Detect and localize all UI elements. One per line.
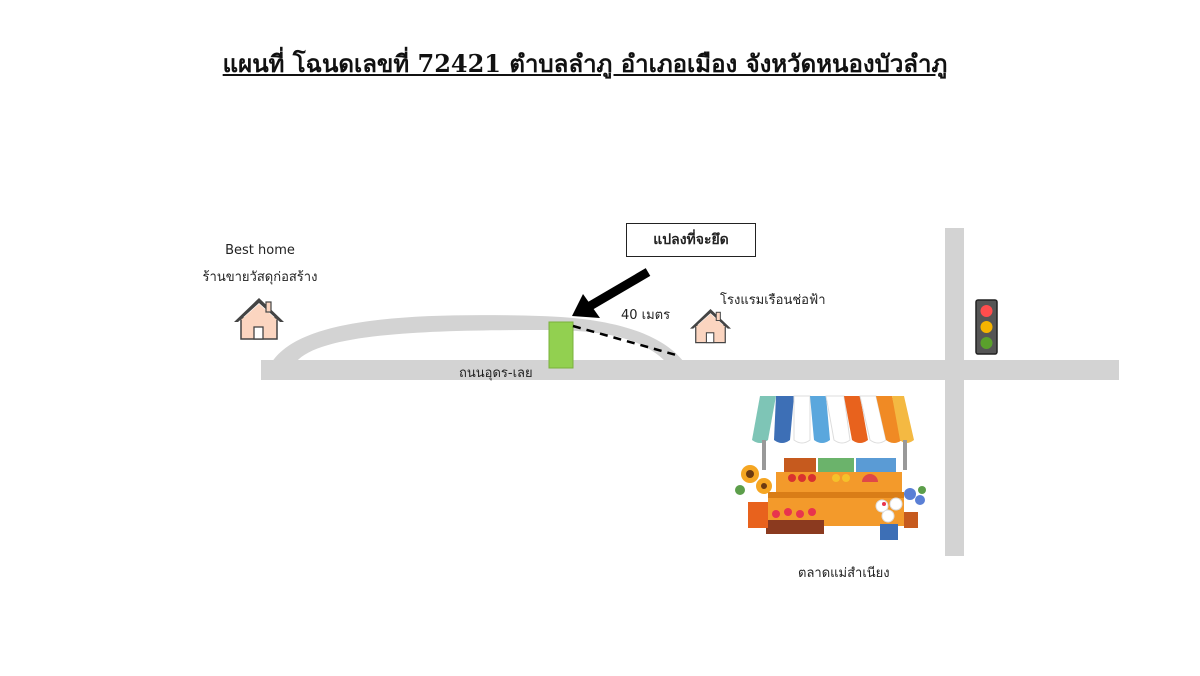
traffic-light-icon bbox=[975, 299, 998, 355]
main-road bbox=[261, 360, 1119, 380]
plot-callout: แปลงที่จะยึด bbox=[626, 223, 756, 257]
frontage-road bbox=[272, 315, 684, 362]
market-stall-icon bbox=[735, 395, 926, 540]
hotel-label: โรงแรมเรือนช่อฟ้า bbox=[720, 293, 826, 308]
distance-label: 40 เมตร bbox=[621, 308, 671, 323]
arrow-icon bbox=[572, 268, 651, 318]
store-description: ร้านขายวัสดุก่อสร้าง bbox=[202, 270, 318, 285]
market-label: ตลาดแม่สำเนียง bbox=[798, 566, 890, 581]
cross-road bbox=[945, 228, 964, 556]
plot-marker[interactable] bbox=[548, 321, 574, 369]
store-name: Best home bbox=[225, 243, 295, 258]
distance-line bbox=[572, 324, 677, 357]
house-icon bbox=[234, 298, 284, 340]
house-icon bbox=[690, 309, 731, 344]
map-title: แผนที่ โฉนดเลขที่ 72421 ตำบลลำภู อำเภอเม… bbox=[222, 49, 948, 78]
road-label: ถนนอุดร-เลย bbox=[459, 366, 533, 381]
